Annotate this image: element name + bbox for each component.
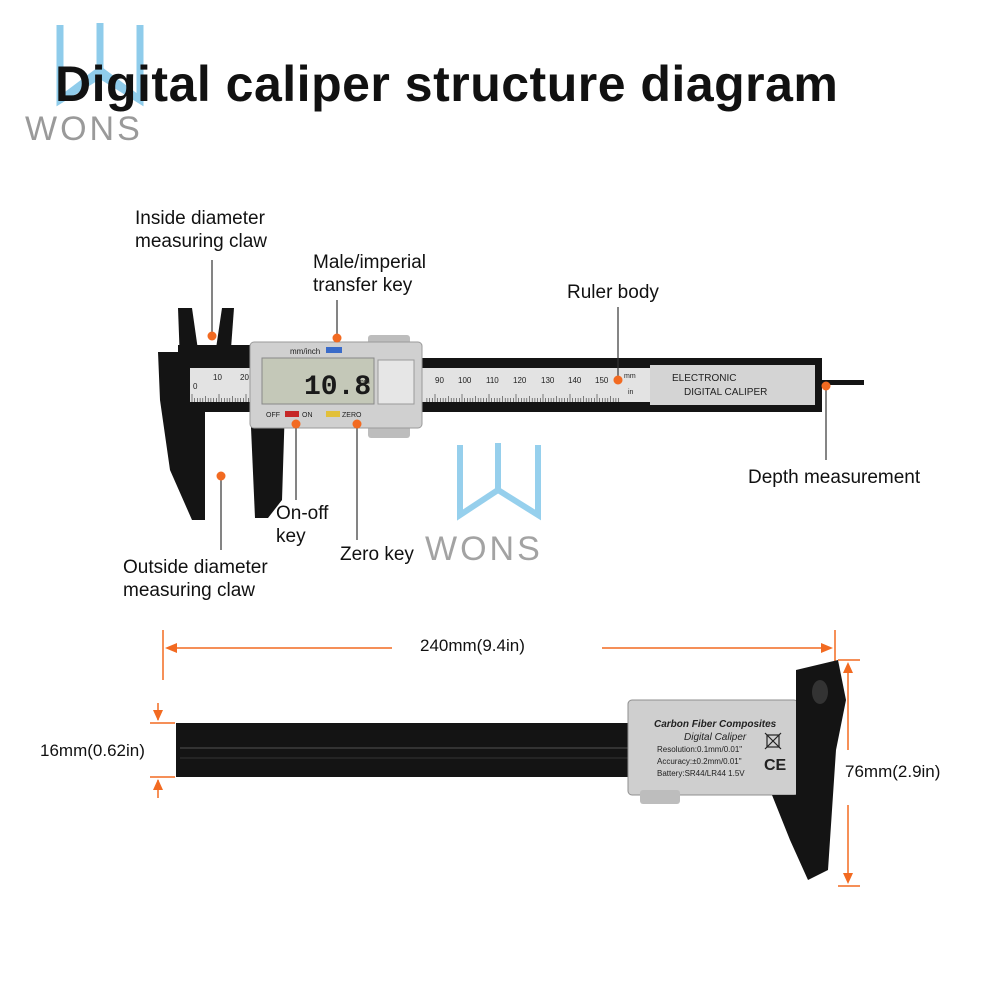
logo-w-mark (56, 23, 144, 107)
watermark-w-mark (457, 443, 541, 521)
jaw-hole (812, 680, 828, 704)
side-jaw (772, 660, 846, 880)
depth-rod (818, 380, 864, 385)
label-ruler-body: Ruler body (567, 282, 659, 303)
scale-label-110: 110 (486, 376, 499, 385)
plate-spec1: Resolution:0.1mm/0.01" (657, 745, 742, 754)
label-transfer-key-line2: transfer key (313, 275, 413, 296)
label-transfer-key-line1: Male/imperial (313, 252, 426, 273)
outside-jaw-sliding (250, 405, 285, 518)
label-depth: Depth measurement (748, 467, 921, 488)
label-onoff-key: On-off key (276, 502, 328, 548)
scale-label-0: 0 (193, 382, 198, 391)
length-dimension (162, 630, 836, 680)
unit-toggle-button (326, 347, 342, 353)
onoff-button (285, 411, 299, 417)
zero-button (326, 411, 340, 417)
label-outside-claw-line2: measuring claw (123, 580, 255, 601)
logo-wordmark: WONS (25, 110, 143, 145)
caliper-front-view: ELECTRONIC DIGITAL CALIPER 0 10 20 90 10… (158, 260, 864, 550)
bin-icon (764, 732, 782, 750)
side-beam (176, 723, 636, 777)
label-inside-claw-line2: measuring claw (135, 231, 267, 252)
zero-btn-label: ZERO (342, 412, 362, 419)
brand-logo: WONS (25, 23, 144, 145)
label-transfer-key: Male/imperial transfer key (313, 251, 426, 297)
ruler-brand-line1: ELECTRONIC (672, 373, 736, 384)
slider-wheel (640, 790, 680, 804)
onoff-btn-on-label: ON (302, 412, 313, 419)
thickness-label: 16mm(0.62in) (40, 741, 145, 760)
thickness-dimension (150, 703, 175, 798)
scale-label-130: 130 (541, 376, 555, 385)
scale-ticks (191, 394, 619, 402)
lcd-screen (261, 357, 375, 405)
label-outside-claw: Outside diameter measuring claw (123, 556, 268, 602)
callout-leaders (211, 260, 827, 550)
label-outside-claw-line1: Outside diameter (123, 557, 268, 578)
label-onoff-line2: key (276, 526, 306, 547)
diagram-title: Digital caliper structure diagram (55, 56, 839, 112)
scale-unit-mm: mm (624, 373, 636, 380)
watermark-wordmark: WONS (425, 530, 543, 568)
unit-toggle-label: mm/inch (290, 347, 320, 356)
caliper-side-view: Carbon Fiber Composites Digital Caliper … (150, 630, 860, 887)
label-onoff-line1: On-off (276, 503, 329, 524)
lcd-side-window (377, 359, 415, 405)
height-dimension (838, 659, 860, 887)
center-watermark: WONS (425, 443, 543, 568)
scale-label-150: 150 (595, 376, 609, 385)
scale-unit-in: in (628, 389, 634, 396)
height-label: 76mm(2.9in) (845, 762, 941, 781)
ruler-brand-line2: DIGITAL CALIPER (684, 387, 767, 398)
lcd-reading: 10.8 (304, 372, 371, 403)
plate-spec3: Battery:SR44/LR44 1.5V (657, 769, 745, 778)
onoff-btn-off-label: OFF (266, 412, 280, 419)
scale-label-120: 120 (513, 376, 527, 385)
scale-label-90: 90 (435, 376, 444, 385)
plate-spec2: Accuracy:±0.2mm/0.01" (657, 757, 742, 766)
scale-label-20: 20 (240, 373, 249, 382)
scale-label-140: 140 (568, 376, 582, 385)
outside-jaw-fixed (158, 352, 205, 520)
plate-line1: Carbon Fiber Composites (654, 719, 777, 730)
ce-mark: CE (764, 757, 787, 774)
ruler-brand-plate (650, 365, 815, 405)
lcd-unit: mm (358, 379, 370, 386)
plate-line2: Digital Caliper (684, 732, 747, 743)
label-zero-key: Zero key (340, 544, 414, 565)
length-label: 240mm(9.4in) (420, 636, 525, 655)
scale-label-10: 10 (213, 373, 222, 382)
label-inside-claw: Inside diameter measuring claw (135, 207, 267, 253)
callout-dots (207, 331, 831, 481)
label-inside-claw-line1: Inside diameter (135, 208, 265, 229)
scale-label-100: 100 (458, 376, 472, 385)
